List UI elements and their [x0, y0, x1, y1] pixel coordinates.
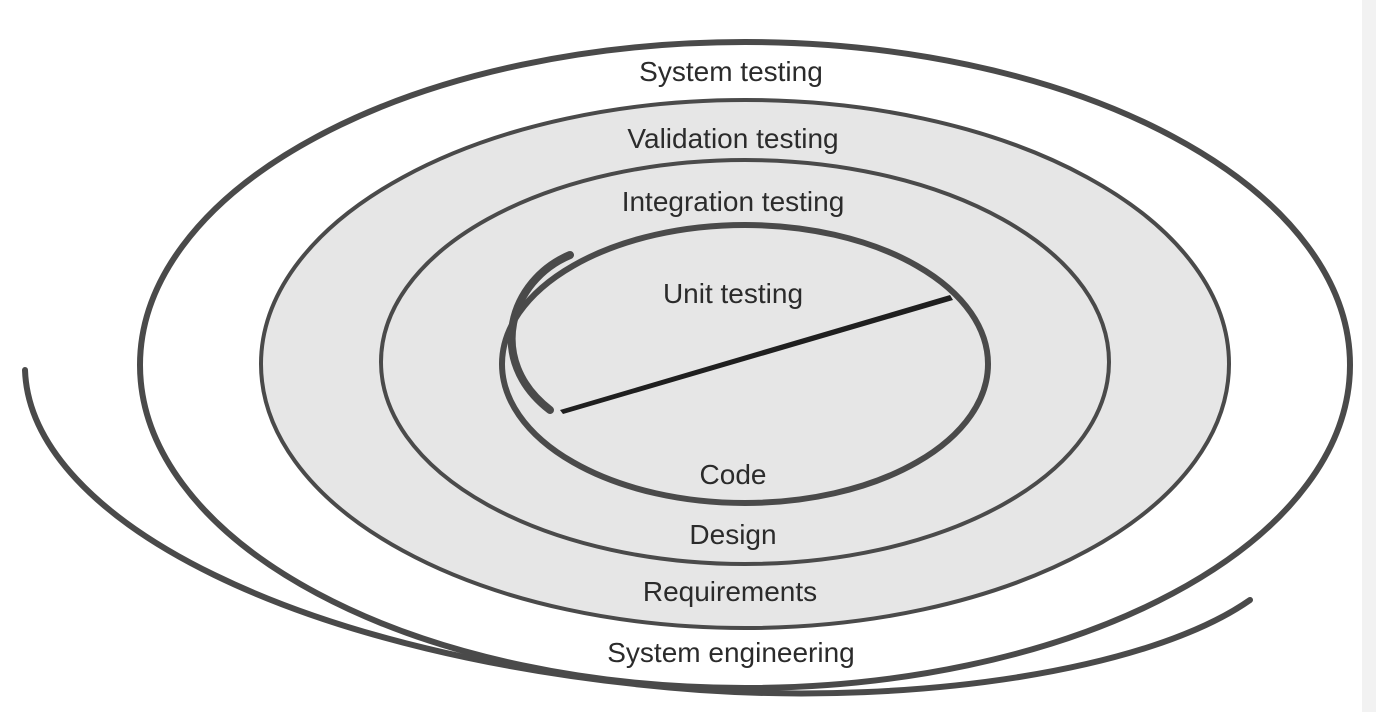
spiral-pointer-needle [560, 295, 953, 414]
label-design: Design [689, 519, 776, 550]
label-unit-testing: Unit testing [663, 278, 803, 309]
label-requirements: Requirements [643, 576, 817, 607]
label-code: Code [700, 459, 767, 490]
unit-code-ring [499, 222, 991, 506]
outer-spiral-tail [22, 367, 1253, 697]
label-system-engineering: System engineering [607, 637, 854, 668]
label-integration-testing: Integration testing [622, 186, 845, 217]
label-system-testing: System testing [639, 56, 823, 87]
label-validation-testing: Validation testing [627, 123, 838, 154]
inner-spiral-start [507, 251, 574, 414]
right-edge-strip [1362, 0, 1376, 712]
